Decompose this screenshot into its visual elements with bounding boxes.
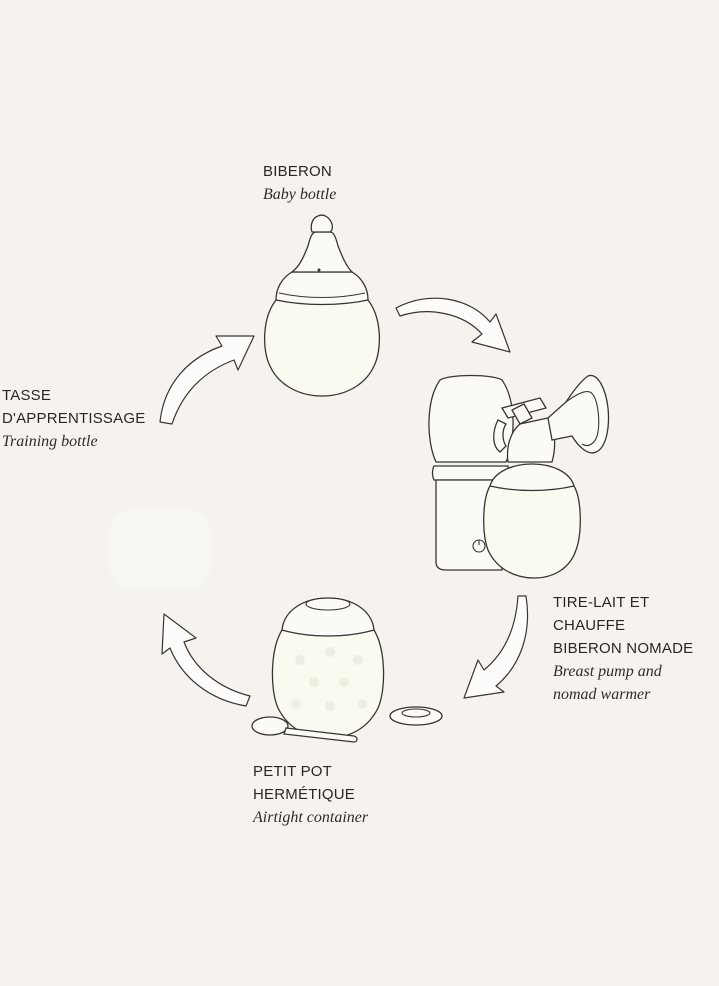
- lid-icon: [389, 706, 443, 726]
- bottle-subtitle: Baby bottle: [263, 186, 337, 203]
- container-subtitle: Airtight container: [253, 809, 369, 826]
- container-title-line1: PETIT POT: [253, 763, 333, 780]
- training-subtitle: Training bottle: [2, 433, 98, 450]
- pump-title-line1: TIRE-LAIT ET CHAUFFE: [553, 594, 650, 634]
- pump-subtitle-line2: nomad warmer: [553, 686, 651, 703]
- container-label: PETIT POT HERMÉTIQUE Airtight container: [253, 760, 368, 829]
- training-label: TASSE D'APPRENTISSAGE Training bottle: [2, 384, 145, 453]
- baby-bottle-icon: [263, 214, 381, 397]
- container-title-line2: HERMÉTIQUE: [253, 786, 356, 803]
- training-bottle-placeholder: [108, 508, 212, 590]
- training-title-line1: TASSE: [2, 387, 52, 404]
- breast-pump-icon: [483, 374, 610, 579]
- training-title-line2: D'APPRENTISSAGE: [2, 410, 146, 427]
- cycle-arrow-icon: [159, 297, 529, 707]
- bottle-title: BIBERON: [263, 163, 332, 180]
- pump-subtitle-line1: Breast pump and: [553, 663, 662, 680]
- pump-title-line2: BIBERON NOMADE: [553, 640, 694, 657]
- airtight-container-icon: [271, 597, 385, 739]
- bottle-label: BIBERON Baby bottle: [263, 160, 336, 206]
- pump-label: TIRE-LAIT ET CHAUFFE BIBERON NOMADE Brea…: [553, 591, 719, 706]
- spoon-icon: [251, 716, 358, 743]
